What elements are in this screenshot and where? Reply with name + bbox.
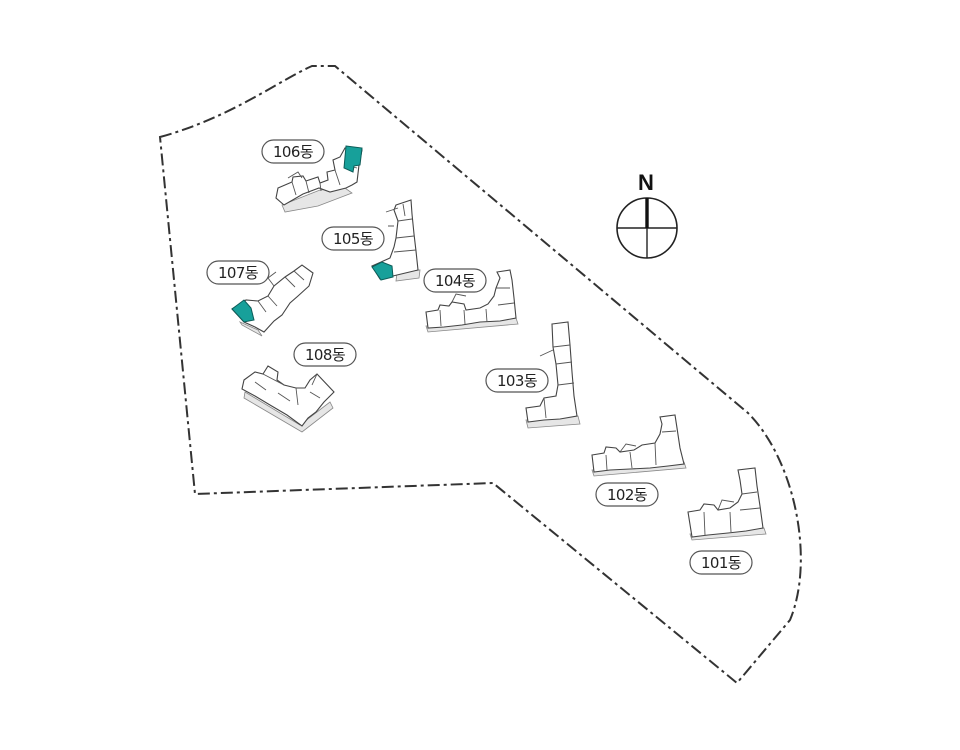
building-104-detail <box>439 287 515 327</box>
label-108: 108동 <box>293 342 357 367</box>
label-102: 102동 <box>595 482 659 507</box>
label-101-text: 101동 <box>701 554 742 572</box>
building-103[interactable] <box>525 321 581 429</box>
label-104-pill <box>423 268 487 293</box>
building-107[interactable] <box>231 264 314 337</box>
building-104[interactable] <box>425 269 519 333</box>
label-104-text: 104동 <box>435 272 476 290</box>
building-101-detail <box>703 491 761 536</box>
north-compass: N <box>616 170 678 259</box>
label-105-pill <box>321 226 385 251</box>
label-104: 104동 <box>423 268 487 293</box>
label-103-text: 103동 <box>497 372 538 390</box>
building-107-detail <box>257 270 305 313</box>
building-106-detail <box>287 164 358 196</box>
building-107-highlight-unit <box>231 299 255 323</box>
building-105-highlight-unit <box>371 261 394 281</box>
label-105-text: 105동 <box>333 230 374 248</box>
building-101[interactable] <box>687 467 767 541</box>
building-108[interactable] <box>241 365 335 433</box>
label-107-text: 107동 <box>218 264 259 282</box>
building-105-detail <box>385 203 417 253</box>
building-108-detail <box>254 373 321 406</box>
label-101: 101동 <box>689 550 753 575</box>
building-107-shadow <box>238 321 263 337</box>
label-103-pill <box>485 368 549 393</box>
label-102-pill <box>595 482 659 507</box>
building-106-shadow <box>281 187 353 213</box>
label-101-pill <box>689 550 753 575</box>
label-106-text: 106동 <box>273 143 314 161</box>
building-103-outline <box>525 321 578 423</box>
building-104-outline <box>425 269 517 329</box>
site-boundary <box>158 65 802 685</box>
label-106-pill <box>261 139 325 164</box>
building-106-highlight-unit <box>343 145 363 173</box>
building-102-detail <box>605 430 677 471</box>
building-101-outline <box>687 467 764 538</box>
label-105: 105동 <box>321 226 385 251</box>
building-105[interactable] <box>371 199 421 282</box>
label-108-text: 108동 <box>305 346 346 364</box>
building-106[interactable] <box>275 145 363 213</box>
label-103: 103동 <box>485 368 549 393</box>
building-102-outline <box>591 414 685 473</box>
building-103-detail <box>539 344 575 419</box>
label-107: 107동 <box>206 260 270 285</box>
label-108-pill <box>293 342 357 367</box>
building-102[interactable] <box>591 414 687 477</box>
label-106: 106동 <box>261 139 325 164</box>
label-107-pill <box>206 260 270 285</box>
compass-north-label: N <box>638 170 654 195</box>
label-102-text: 102동 <box>607 486 648 504</box>
building-106-outline <box>275 147 363 206</box>
